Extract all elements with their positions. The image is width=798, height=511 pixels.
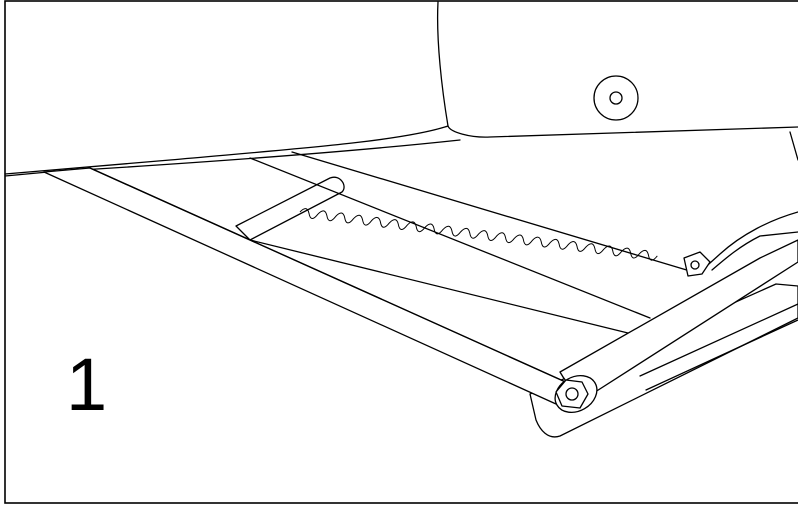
bolt-hole-inner bbox=[609, 91, 623, 105]
step-number: 1 bbox=[66, 343, 108, 426]
front-rod-edge bbox=[89, 167, 571, 385]
support-rail-c bbox=[249, 239, 633, 335]
diagram-frame bbox=[4, 0, 798, 504]
shell-right-edge bbox=[789, 131, 798, 161]
seat-shell-outline bbox=[4, 1, 449, 175]
seat-shell-front-panel bbox=[447, 125, 798, 138]
bracket-edge bbox=[645, 319, 798, 391]
bracket-slot bbox=[639, 303, 798, 377]
bracket-plate bbox=[529, 283, 798, 438]
tension-spring bbox=[299, 208, 658, 261]
bolt-head-icon bbox=[555, 379, 589, 409]
spring-anchor-hole bbox=[690, 260, 700, 270]
rear-crossbar bbox=[235, 176, 345, 241]
support-rail-a bbox=[249, 157, 651, 319]
frame-rail-right-lower bbox=[711, 231, 798, 271]
support-rail-b bbox=[291, 151, 701, 275]
bolt-head-center bbox=[565, 387, 579, 401]
frame-rail-right bbox=[699, 211, 798, 273]
